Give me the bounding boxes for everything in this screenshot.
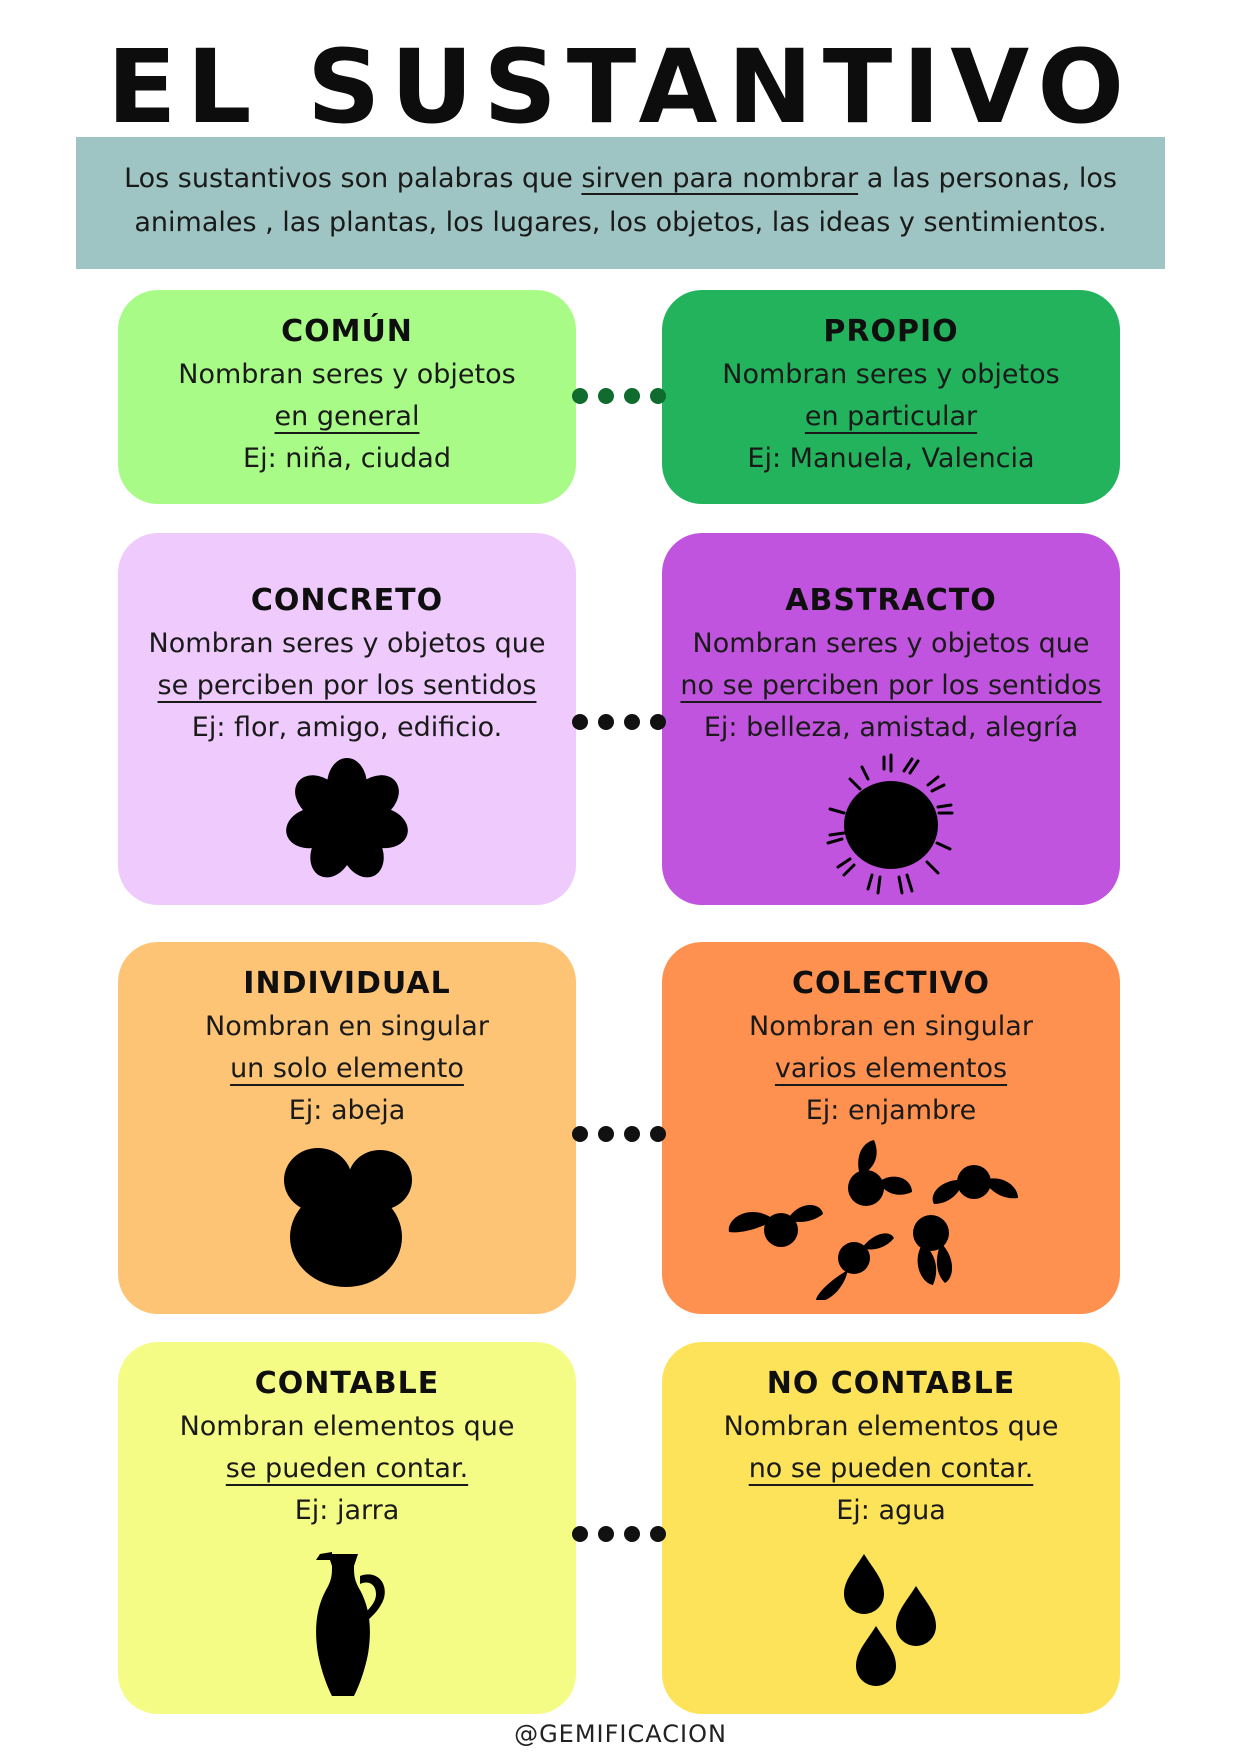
card-abstracto: ABSTRACTO Nombran seres y objetos que no…	[662, 533, 1120, 905]
connector-dots	[572, 1124, 668, 1144]
intro-text-underlined: sirven para nombrar	[581, 163, 859, 194]
card-key-phrase: se pueden contar.	[225, 1453, 469, 1484]
card-contable: CONTABLE Nombran elementos que se pueden…	[118, 1342, 576, 1714]
connector-dots	[572, 386, 668, 406]
card-example: Ej: jarra	[294, 1495, 400, 1526]
card-key-phrase: varios elementos	[774, 1053, 1008, 1084]
card-description: Nombran en singular	[749, 1011, 1033, 1042]
card-example: Ej: Manuela, Valencia	[747, 443, 1035, 474]
card-description: Nombran seres y objetos	[178, 359, 516, 390]
card-no-contable: NO CONTABLE Nombran elementos que no se …	[662, 1342, 1120, 1714]
water-drops-icon	[662, 1550, 1120, 1690]
card-key-phrase: no se pueden contar.	[748, 1453, 1034, 1484]
card-title: NO CONTABLE	[766, 1366, 1016, 1401]
bee-icon	[118, 1142, 576, 1292]
card-example: Ej: flor, amigo, edificio.	[191, 712, 503, 743]
card-key-phrase: se perciben por los sentidos	[157, 670, 537, 701]
card-title: PROPIO	[823, 314, 959, 349]
card-description: Nombran en singular	[205, 1011, 489, 1042]
intro-banner: Los sustantivos son palabras que sirven …	[76, 137, 1165, 269]
intro-text-start: Los sustantivos son palabras que	[124, 163, 582, 194]
card-title: CONTABLE	[254, 1366, 440, 1401]
intro-text-end: a las personas, los animales , las plant…	[134, 163, 1117, 238]
connector-dots	[572, 1524, 668, 1544]
card-example: Ej: niña, ciudad	[243, 443, 451, 474]
flower-icon	[118, 755, 576, 885]
card-example: Ej: agua	[836, 1495, 946, 1526]
card-propio: PROPIO Nombran seres y objetos en partic…	[662, 290, 1120, 504]
card-description: Nombran seres y objetos que	[692, 628, 1090, 659]
page-title: EL SUSTANTIVO	[106, 28, 1135, 147]
jug-icon	[118, 1550, 576, 1700]
card-comun: COMÚN Nombran seres y objetos en general…	[118, 290, 576, 504]
card-key-phrase: no se perciben por los sentidos	[680, 670, 1102, 701]
card-key-phrase: un solo elemento	[230, 1053, 464, 1084]
card-title: ABSTRACTO	[785, 583, 997, 618]
card-title: COLECTIVO	[792, 966, 990, 1001]
card-description: Nombran seres y objetos que	[148, 628, 546, 659]
card-description: Nombran elementos que	[723, 1411, 1059, 1442]
card-key-phrase: en particular	[804, 401, 978, 432]
card-example: Ej: abeja	[288, 1095, 406, 1126]
swarm-icon	[662, 1140, 1120, 1300]
sun-icon	[662, 749, 1120, 899]
connector-dots	[572, 712, 668, 732]
card-individual: INDIVIDUAL Nombran en singular un solo e…	[118, 942, 576, 1314]
card-key-phrase: en general	[274, 401, 420, 432]
card-title: COMÚN	[281, 314, 413, 349]
card-title: INDIVIDUAL	[243, 966, 451, 1001]
card-example: Ej: enjambre	[805, 1095, 977, 1126]
card-title: CONCRETO	[250, 583, 444, 618]
card-description: Nombran elementos que	[179, 1411, 515, 1442]
card-concreto: CONCRETO Nombran seres y objetos que se …	[118, 533, 576, 905]
card-example: Ej: belleza, amistad, alegría	[703, 712, 1079, 743]
footer-credit: @GEMIFICACION	[514, 1720, 727, 1748]
card-description: Nombran seres y objetos	[722, 359, 1060, 390]
card-colectivo: COLECTIVO Nombran en singular varios ele…	[662, 942, 1120, 1314]
